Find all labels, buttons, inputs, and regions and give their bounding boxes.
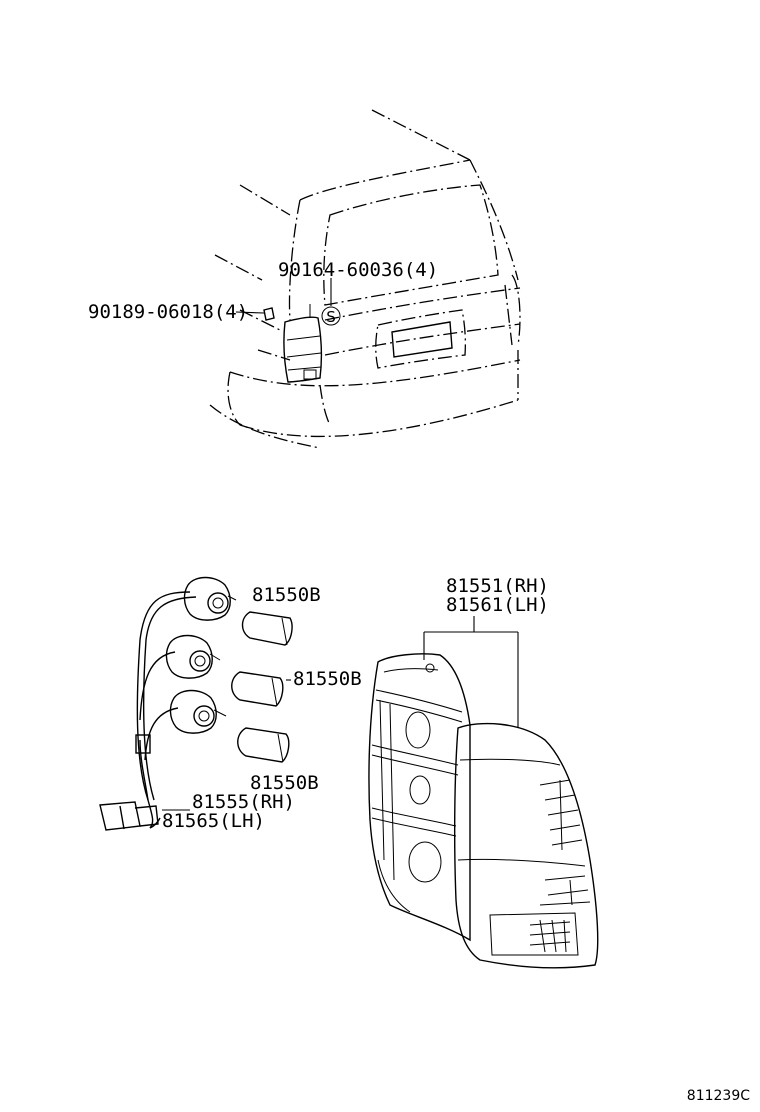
- bulb-icon-bottom: [237, 727, 290, 763]
- diagram-code: 811239C: [687, 1088, 750, 1104]
- tail-lamp-assembly: [368, 653, 599, 969]
- vehicle-rear-outline: [209, 109, 521, 449]
- label-screw: 90164-60036(4): [278, 259, 438, 281]
- screw-symbol: S: [321, 278, 341, 326]
- socket-wire-assembly: [99, 576, 237, 831]
- leader-lamp: [423, 616, 519, 728]
- clip-icon: [235, 307, 275, 321]
- label-clip: 90189-06018(4): [88, 301, 248, 323]
- label-bulb-bottom: 81550B: [250, 772, 319, 794]
- bulb-icon-top: [241, 611, 293, 646]
- label-lamp-rh: 81551(RH): [446, 575, 549, 597]
- lens-hatching: [529, 779, 591, 953]
- label-socket-lh: 81565(LH): [162, 810, 265, 832]
- bulb-icon-middle: [231, 671, 284, 707]
- label-lamp-lh: 81561(LH): [446, 594, 549, 616]
- label-bulb-middle: 81550B: [293, 668, 362, 690]
- label-bulb-top: 81550B: [252, 584, 321, 606]
- label-socket-rh: 81555(RH): [192, 791, 295, 813]
- tail-lamp-on-vehicle: [283, 304, 323, 383]
- screw-symbol-letter: S: [326, 308, 336, 326]
